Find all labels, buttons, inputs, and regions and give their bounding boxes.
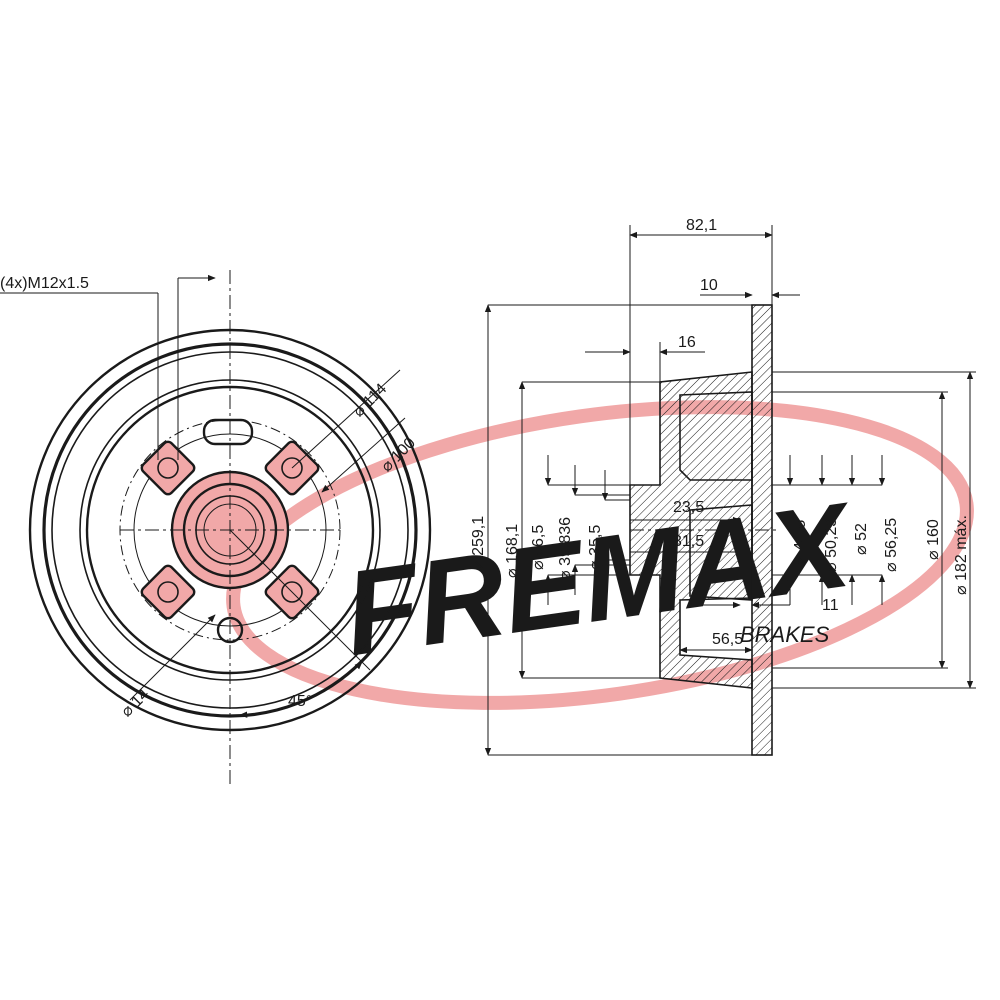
dim-11: 11 xyxy=(822,597,839,614)
front-view: (4x)M12x1.5 ⌀ 114 ⌀ 100 ⌀ 14 45° xyxy=(0,270,432,785)
angle-arc xyxy=(239,661,363,718)
dim-d168-1: ⌀ 168,1 xyxy=(504,524,521,578)
dim-23-5: 23,5 xyxy=(673,499,704,516)
dim-d35-5: ⌀ 35,5 xyxy=(587,525,604,570)
dim-d259-1: ⌀ 259,1 xyxy=(470,516,487,570)
dim-d50-23: ⌀ 50,23 xyxy=(823,518,840,572)
angle-45-label: 45° xyxy=(288,693,312,710)
dim-d56-5: ⌀ 56,5 xyxy=(530,525,547,570)
dim-d56-25: ⌀ 56,25 xyxy=(883,518,900,572)
bottom-hole xyxy=(216,616,244,644)
hub-cavity-lower xyxy=(689,504,753,601)
dim-d182-max: ⌀ 182 máx. xyxy=(953,515,970,595)
stud-pad xyxy=(140,564,196,620)
hub-cavity-upper xyxy=(679,391,753,481)
dim-d160: ⌀ 160 xyxy=(925,519,942,560)
dim-d44-5: ⌀ 44,5 xyxy=(792,520,809,565)
dim-d39-836: ⌀ 39,836 xyxy=(557,517,574,580)
45-degree-line xyxy=(229,529,371,671)
side-section-view: 82,1 10 16 ⌀ 259,1 ⌀ 168,1 ⌀ 56,5 ⌀ 39,8… xyxy=(470,217,976,756)
dim-31-5: 31,5 xyxy=(673,533,704,550)
thread-label: (4x)M12x1.5 xyxy=(0,275,89,292)
dim-d52: ⌀ 52 xyxy=(853,523,870,555)
dim-16: 16 xyxy=(678,334,696,351)
dim-d14: ⌀ 14 xyxy=(118,686,153,721)
dim-82-1: 82,1 xyxy=(686,217,717,234)
dim-56-5-length: 56,5 xyxy=(712,631,743,648)
top-slot xyxy=(202,418,254,446)
dim-10: 10 xyxy=(700,277,718,294)
stud-pad xyxy=(140,440,196,496)
